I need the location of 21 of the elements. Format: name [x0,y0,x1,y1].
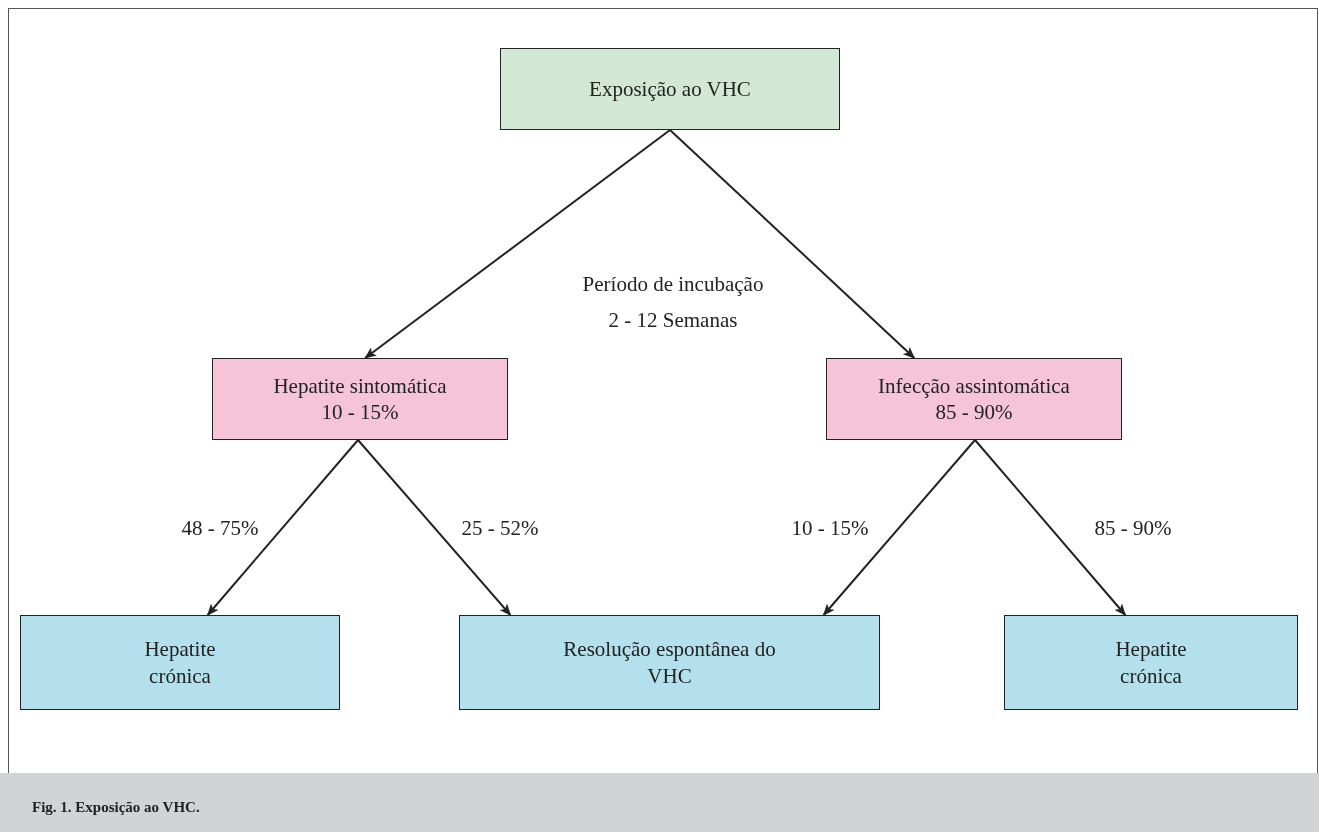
flow-box [1004,615,1298,710]
arrow [974,439,1127,616]
arrow [357,439,512,616]
arrow [206,439,359,616]
figure-caption: Fig. 1. Exposição ao VHC. [32,799,200,816]
box-text: 10 - 15% [321,399,399,426]
flow-box [500,48,840,130]
flow-box [20,615,340,710]
box-text: Exposição ao VHC [589,75,751,103]
box-text: Hepatite crónica [143,636,217,689]
flow-box [826,358,1122,440]
box-text: Hepatite crónica [1114,636,1188,689]
arrow [822,439,976,616]
box-text: Hepatite sintomática [273,372,447,399]
box-text: 85 - 90% [935,399,1013,426]
box-text: Infecção assintomática [878,372,1070,399]
box-text: Resolução espontânea do VHC [562,636,777,689]
flow-box [212,358,508,440]
flow-box [459,615,880,710]
arrow [669,129,916,359]
arrow [364,129,671,359]
